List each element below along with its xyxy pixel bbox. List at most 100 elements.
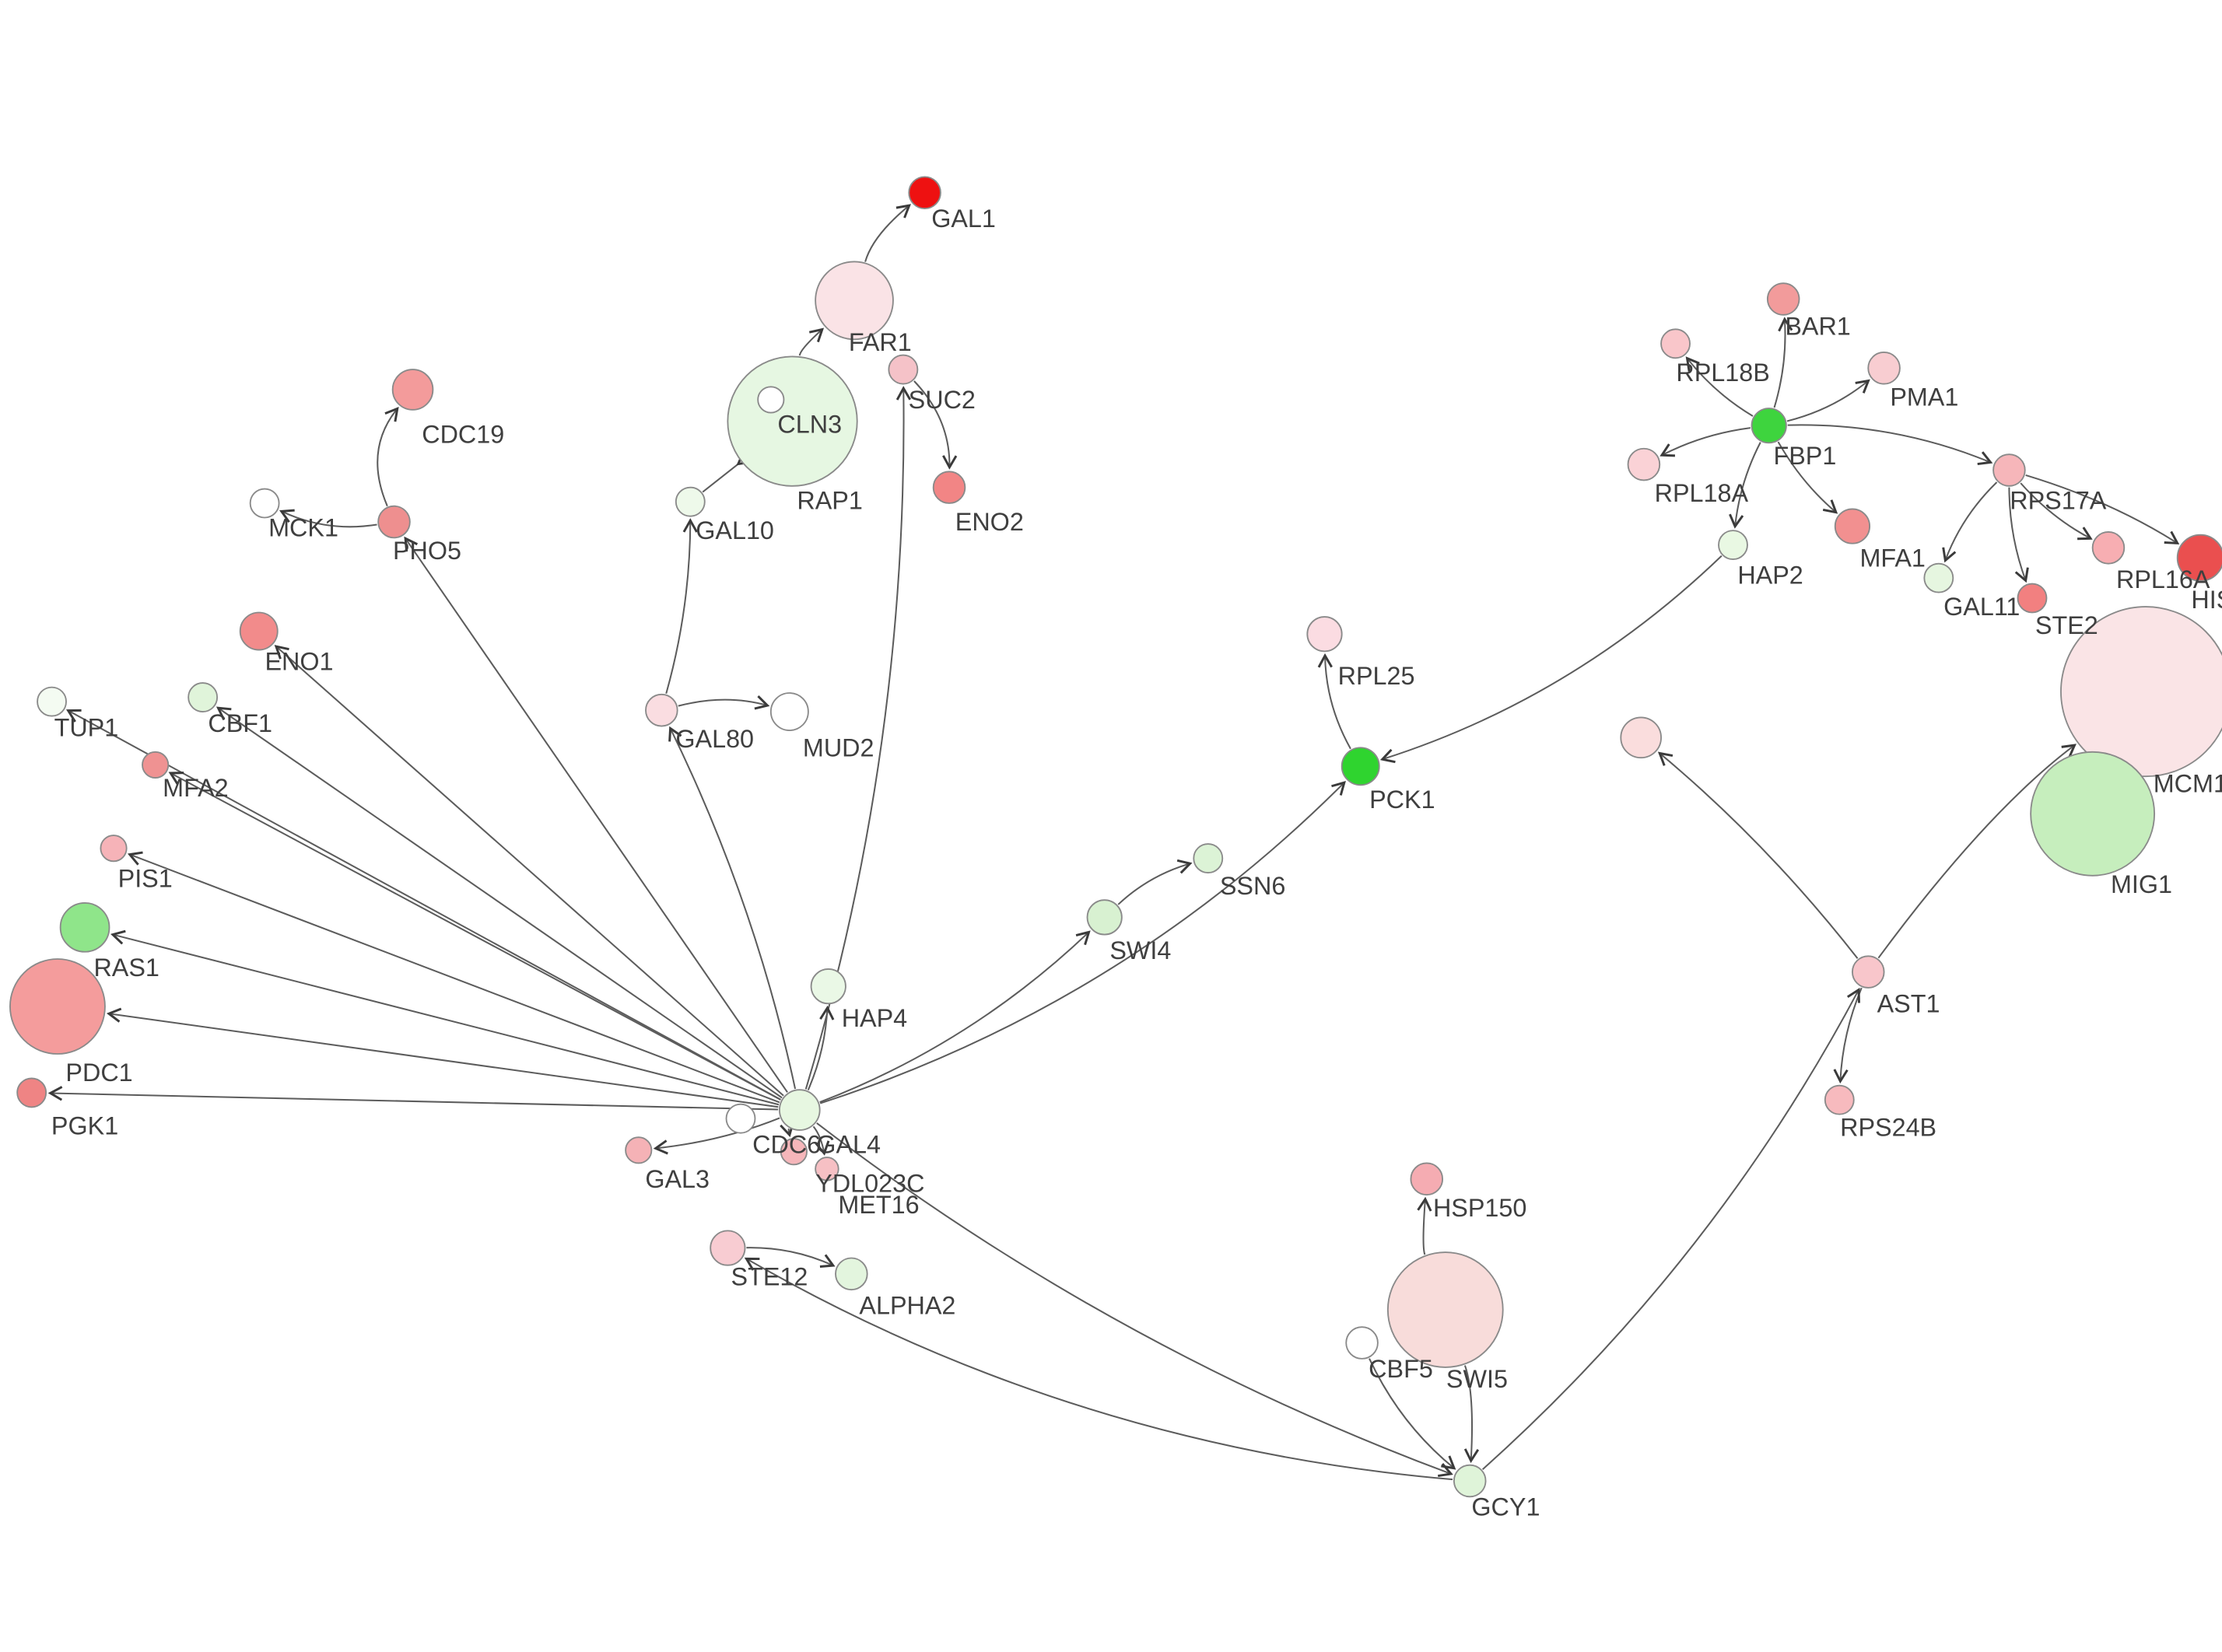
node-MFA1[interactable] bbox=[1834, 508, 1871, 544]
node-MUD2[interactable] bbox=[769, 692, 809, 731]
node-NODE_A[interactable] bbox=[1620, 716, 1662, 759]
node-MCK1[interactable] bbox=[249, 488, 280, 519]
node-RPL16A[interactable] bbox=[2091, 531, 2126, 565]
node-HSP150[interactable] bbox=[1410, 1162, 1444, 1196]
edge-AST1-MCM1[interactable] bbox=[1877, 744, 2077, 959]
edge-GAL4-PGK1[interactable] bbox=[47, 1086, 779, 1111]
node-GAL3[interactable] bbox=[625, 1136, 653, 1164]
edge-SWI5-HSP150[interactable] bbox=[1417, 1196, 1432, 1255]
edge-AST1-RPS24B[interactable] bbox=[1833, 987, 1863, 1084]
edge-GAL4-MET16[interactable] bbox=[812, 1125, 830, 1156]
node-BAR1[interactable] bbox=[1766, 282, 1800, 316]
edge-RPS17A-HIS4[interactable] bbox=[2025, 474, 2180, 545]
node-CBF5[interactable] bbox=[1345, 1326, 1379, 1360]
edge-GAL4-GAL3[interactable] bbox=[653, 1117, 780, 1155]
node-PMA1[interactable] bbox=[1867, 351, 1901, 385]
node-GAL10[interactable] bbox=[675, 486, 706, 517]
node-ENO1[interactable] bbox=[239, 611, 279, 651]
edge-FBP1-BAR1[interactable] bbox=[1773, 317, 1793, 408]
edge-FAR1-GAL1[interactable] bbox=[864, 204, 911, 262]
node-PDC1[interactable] bbox=[9, 958, 106, 1055]
node-RAS1[interactable] bbox=[59, 901, 110, 953]
edge-STE12-ALPHA2[interactable] bbox=[746, 1247, 836, 1268]
node-ENO2[interactable] bbox=[932, 471, 966, 504]
edge-GAL4-PCK1[interactable] bbox=[819, 781, 1346, 1104]
edge-CLN3-FAR1[interactable] bbox=[798, 327, 825, 356]
edge-RPS17A-RPL16A[interactable] bbox=[2020, 482, 2093, 541]
node-FAR1[interactable] bbox=[815, 261, 894, 341]
edge-FBP1-RPL18B[interactable] bbox=[1685, 356, 1754, 417]
node-RAP1[interactable] bbox=[757, 386, 785, 414]
edge-GAL4-TUP1[interactable] bbox=[65, 709, 781, 1101]
node-SSN6[interactable] bbox=[1193, 843, 1224, 874]
edge-SWI4-SSN6[interactable] bbox=[1117, 859, 1193, 905]
node-SWI5[interactable] bbox=[1386, 1251, 1504, 1368]
edge-SWI5-GCY1[interactable] bbox=[1463, 1365, 1480, 1464]
node-GAL80[interactable] bbox=[645, 693, 678, 727]
node-AST1[interactable] bbox=[1852, 955, 1885, 989]
edge-FBP1-RPL18A[interactable] bbox=[1659, 427, 1751, 457]
edge-PHO5-MCK1[interactable] bbox=[279, 509, 377, 528]
node-MFA2[interactable] bbox=[142, 751, 170, 779]
node-HIS4[interactable] bbox=[2176, 534, 2222, 582]
edge-GAL4-YDL023C[interactable] bbox=[780, 1122, 794, 1138]
node-RPL18B[interactable] bbox=[1660, 328, 1691, 359]
edge-GAL4-GAL80[interactable] bbox=[668, 726, 797, 1090]
node-FBP1[interactable] bbox=[1751, 408, 1787, 444]
edge-FBP1-HAP2[interactable] bbox=[1729, 442, 1761, 529]
node-RPS24B[interactable] bbox=[1824, 1084, 1855, 1115]
node-HAP2[interactable] bbox=[1718, 530, 1748, 561]
edge-AST1-NODE_A[interactable] bbox=[1657, 751, 1859, 959]
node-SWI4[interactable] bbox=[1086, 899, 1123, 936]
edge-FBP1-RPS17A[interactable] bbox=[1787, 424, 1993, 466]
edge-GAL4-PHO5[interactable] bbox=[404, 536, 788, 1093]
node-CLN3[interactable] bbox=[727, 355, 858, 487]
edge-RPS17A-STE2[interactable] bbox=[2008, 487, 2029, 583]
node-HAP4[interactable] bbox=[810, 968, 846, 1005]
node-STE2[interactable] bbox=[2017, 583, 2048, 614]
edge-SUC2-ENO2[interactable] bbox=[913, 380, 958, 470]
edge-GCY1-AST1[interactable] bbox=[1481, 987, 1860, 1470]
node-CDC6[interactable] bbox=[725, 1103, 756, 1134]
node-CDC19[interactable] bbox=[391, 369, 434, 411]
node-RPL18A[interactable] bbox=[1627, 447, 1661, 481]
node-ALPHA2[interactable] bbox=[835, 1257, 868, 1291]
node-CBF1[interactable] bbox=[188, 682, 219, 712]
edge-GAL4-CBF1[interactable] bbox=[216, 706, 783, 1099]
node-MIG1[interactable] bbox=[2030, 751, 2156, 877]
node-GCY1[interactable] bbox=[1453, 1464, 1487, 1498]
edge-GAL4-GCY1[interactable] bbox=[816, 1122, 1453, 1478]
node-PIS1[interactable] bbox=[100, 835, 128, 863]
node-GAL4[interactable] bbox=[778, 1089, 821, 1131]
edge-GAL10-CLN3[interactable] bbox=[702, 451, 752, 493]
node-GAL1[interactable] bbox=[908, 176, 941, 209]
edge-GCY1-STE12[interactable] bbox=[744, 1257, 1453, 1481]
edge-GAL4-SWI4[interactable] bbox=[819, 930, 1091, 1104]
node-RPL25[interactable] bbox=[1306, 616, 1343, 653]
node-PGK1[interactable] bbox=[16, 1077, 47, 1108]
node-TUP1[interactable] bbox=[37, 686, 67, 717]
edge-GAL80-MUD2[interactable] bbox=[678, 695, 770, 710]
edge-HAP2-PCK1[interactable] bbox=[1379, 555, 1723, 764]
edge-GAL4-RAS1[interactable] bbox=[110, 929, 780, 1106]
node-MCM1[interactable] bbox=[2060, 606, 2222, 778]
edge-GAL4-PIS1[interactable] bbox=[127, 851, 780, 1104]
node-PHO5[interactable] bbox=[377, 505, 411, 539]
node-STE12[interactable] bbox=[710, 1230, 746, 1266]
edge-CBF5-GCY1[interactable] bbox=[1369, 1358, 1456, 1470]
edge-GAL4-ENO1[interactable] bbox=[274, 645, 784, 1097]
node-RPS17A[interactable] bbox=[1992, 453, 2026, 487]
edge-FBP1-PMA1[interactable] bbox=[1786, 379, 1870, 422]
edge-GAL4-PDC1[interactable] bbox=[106, 1007, 779, 1108]
node-PCK1[interactable] bbox=[1341, 747, 1380, 786]
node-GAL11[interactable] bbox=[1923, 562, 1954, 593]
node-YDL023C[interactable] bbox=[780, 1138, 808, 1166]
edge-GAL4-MFA2[interactable] bbox=[168, 772, 781, 1101]
node-MET16[interactable] bbox=[815, 1157, 839, 1181]
edge-RPS17A-GAL11[interactable] bbox=[1942, 481, 1998, 563]
edge-PHO5-CDC19[interactable] bbox=[377, 407, 399, 507]
edge-PCK1-RPL25[interactable] bbox=[1317, 653, 1351, 750]
edge-FBP1-MFA1[interactable] bbox=[1777, 441, 1838, 514]
